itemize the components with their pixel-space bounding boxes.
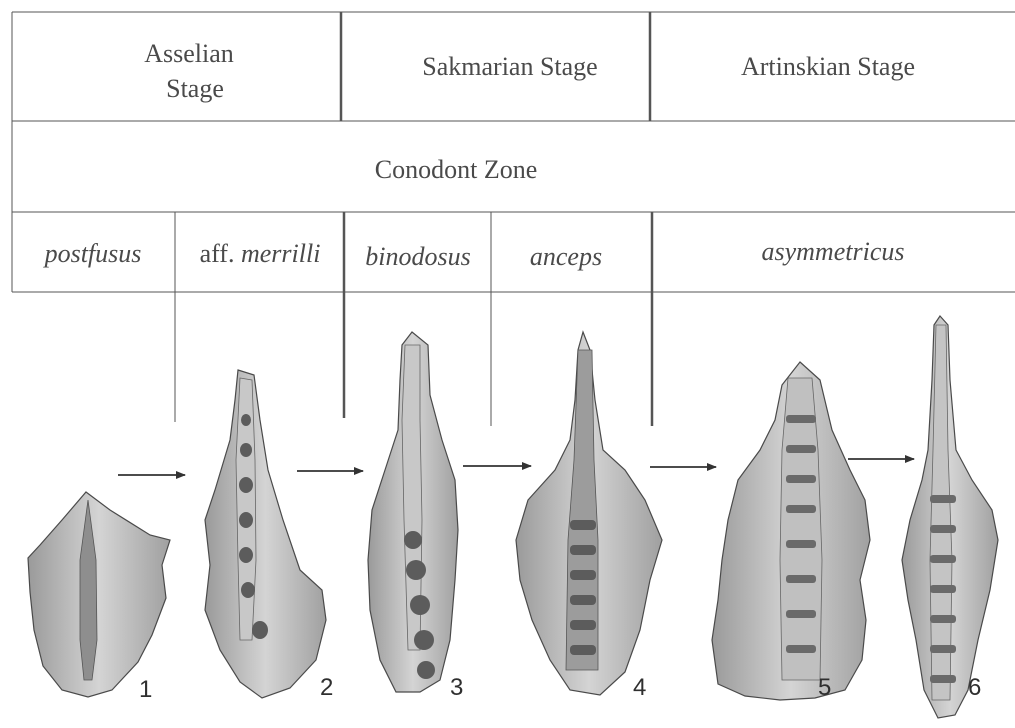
zone-merrilli-name: merrilli <box>241 239 320 268</box>
zone-postfusus: postfusus <box>43 239 142 268</box>
specimen-2 <box>205 370 326 698</box>
stage-sakmarian: Sakmarian Stage <box>422 52 597 81</box>
specimen-4 <box>516 332 662 695</box>
zone-merrilli-prefix: aff. <box>200 239 241 268</box>
specimen-1-platform <box>28 492 170 697</box>
specimen-3 <box>368 332 458 692</box>
zone-aff-merrilli: aff. merrilli <box>200 239 321 268</box>
zone-anceps: anceps <box>530 242 602 271</box>
zone-asymmetricus: asymmetricus <box>762 237 905 266</box>
specimen-5-carina <box>780 378 822 680</box>
specimen-5 <box>712 362 870 700</box>
specimen-3-number: 3 <box>450 674 463 701</box>
specimen-4-number: 4 <box>633 674 646 701</box>
specimen-5-number: 5 <box>818 674 831 701</box>
stage-asselian-line2: Stage <box>166 74 224 103</box>
stage-artinskian: Artinskian Stage <box>741 52 915 81</box>
zone-binodosus: binodosus <box>365 242 470 271</box>
specimen-2-platform <box>205 370 326 698</box>
specimen-1-number: 1 <box>139 676 152 703</box>
specimen-2-number: 2 <box>320 674 333 701</box>
specimen-6-number: 6 <box>968 674 981 701</box>
specimen-1 <box>28 492 170 697</box>
stage-asselian-line1: Asselian <box>144 39 234 68</box>
specimen-6 <box>902 316 998 718</box>
conodont-zone-header: Conodont Zone <box>375 155 538 184</box>
